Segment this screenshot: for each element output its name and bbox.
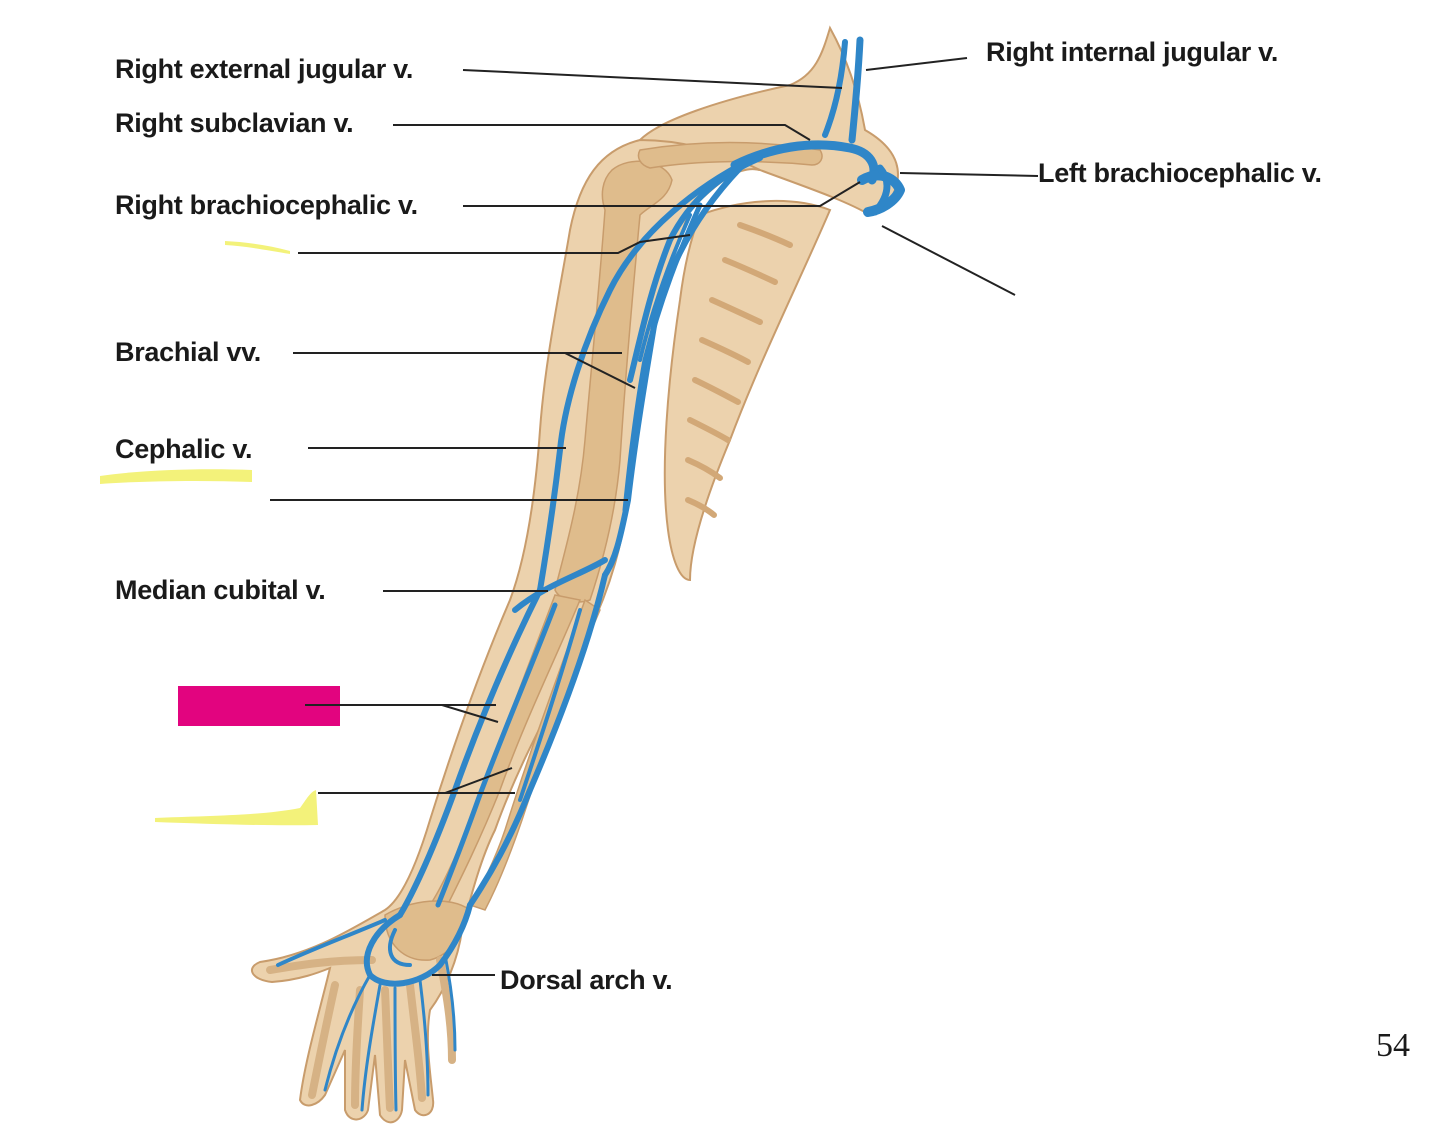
leader-right-internal-jugular — [865, 57, 968, 71]
label-right-internal-jugular: Right internal jugular v. — [986, 37, 1279, 67]
basilic-vein-upper — [602, 165, 743, 578]
page-number: 54 — [1376, 1027, 1410, 1064]
label-cephalic: Cephalic v. — [115, 434, 253, 464]
dorsal-arch-vein — [363, 902, 473, 987]
median-antebrachial-vein — [435, 602, 558, 908]
finger-bones — [266, 956, 456, 1112]
leader-lines — [270, 57, 1039, 976]
leader-right-external-jugular — [462, 69, 843, 89]
label-right-external-jugular: Right external jugular v. — [115, 54, 414, 84]
brachial-veins — [622, 202, 703, 513]
median-cubital-vein — [512, 557, 608, 613]
external-jugular-vein — [822, 39, 848, 138]
leader-right-brachiocephalic — [463, 181, 861, 207]
leader-left-brachiocephalic — [899, 172, 1039, 177]
label-left-brachiocephalic: Left brachiocephalic v. — [1038, 158, 1322, 188]
label-right-subclavian: Right subclavian v. — [115, 108, 354, 138]
label-right-brachiocephalic: Right brachiocephalic v. — [115, 190, 418, 220]
internal-jugular-vein — [848, 36, 864, 144]
torso-ribs — [663, 199, 832, 582]
leader-unlabeled-forearm — [318, 767, 515, 794]
leader-right-subclavian — [393, 124, 811, 141]
label-median-cubital: Median cubital v. — [115, 575, 326, 605]
rib-marks — [685, 222, 793, 518]
highlight-marks — [100, 241, 318, 826]
label-brachial: Brachial vv. — [115, 337, 261, 367]
label-dorsal-arch: Dorsal arch v. — [500, 965, 673, 995]
leader-unlabeled-axillary — [298, 234, 691, 254]
cephalic-vein-forearm — [397, 587, 543, 918]
basilic-vein-forearm — [467, 572, 608, 908]
leader-unlabeled-right — [881, 225, 1016, 296]
leader-brachial — [293, 352, 636, 389]
leader-redacted-median-antebrachial — [305, 704, 499, 723]
subclavian-vein — [730, 140, 879, 185]
